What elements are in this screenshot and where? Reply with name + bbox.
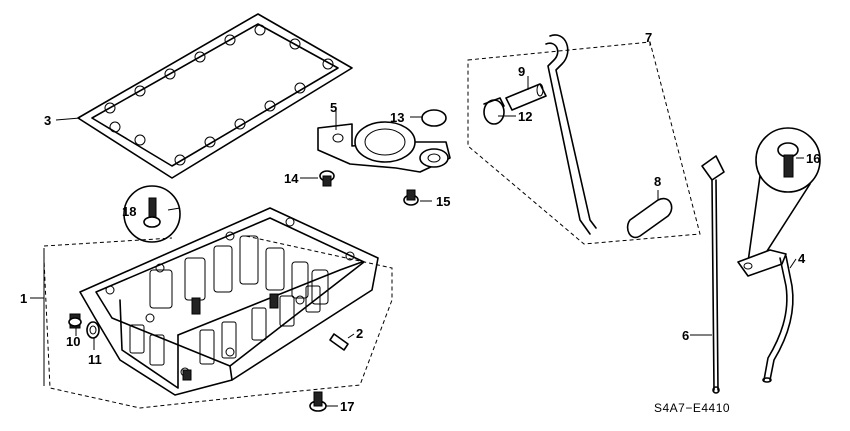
callout-3: 3 xyxy=(44,113,51,128)
callout-9: 9 xyxy=(518,64,525,79)
callout-13: 13 xyxy=(390,110,404,125)
oil-pan-group-frame xyxy=(43,235,393,409)
callout-5: 5 xyxy=(330,100,337,115)
detail-circle-bolt-16 xyxy=(747,127,821,263)
callout-11: 11 xyxy=(88,352,102,367)
leader-lines xyxy=(30,42,804,407)
strainer-bracket xyxy=(317,121,451,173)
callout-6: 6 xyxy=(682,328,689,343)
hose-clamp xyxy=(483,97,505,125)
callout-8: 8 xyxy=(654,174,661,189)
detail-circle-bolt-18 xyxy=(123,185,181,243)
flange-bolt-17 xyxy=(309,391,327,412)
callout-15: 15 xyxy=(436,194,450,209)
callout-12: 12 xyxy=(518,109,532,124)
callout-17: 17 xyxy=(340,399,354,414)
callout-1: 1 xyxy=(20,291,27,306)
drain-washer xyxy=(86,321,100,339)
oil-level-gauge xyxy=(701,155,725,394)
callout-4: 4 xyxy=(798,251,806,266)
gauge-guide-pipe xyxy=(737,249,794,383)
callout-2: 2 xyxy=(356,326,363,341)
oil-pan-gasket xyxy=(77,13,353,179)
dowel-pin xyxy=(329,333,349,351)
callout-10: 10 xyxy=(66,334,80,349)
callout-7: 7 xyxy=(645,30,652,45)
flange-bolt-14 xyxy=(319,170,335,187)
pcv-pipe xyxy=(545,34,597,235)
callout-18: 18 xyxy=(122,204,136,219)
flange-bolt-15 xyxy=(403,189,419,206)
o-ring xyxy=(421,109,447,127)
callout-16: 16 xyxy=(806,151,820,166)
oil-pan xyxy=(79,207,379,396)
callout-14: 14 xyxy=(284,171,299,186)
pcv-hose-9 xyxy=(505,83,547,111)
diagram-code: S4A7−E4410 xyxy=(654,401,730,415)
drain-bolt xyxy=(68,313,82,329)
pcv-hose-8 xyxy=(626,197,673,239)
